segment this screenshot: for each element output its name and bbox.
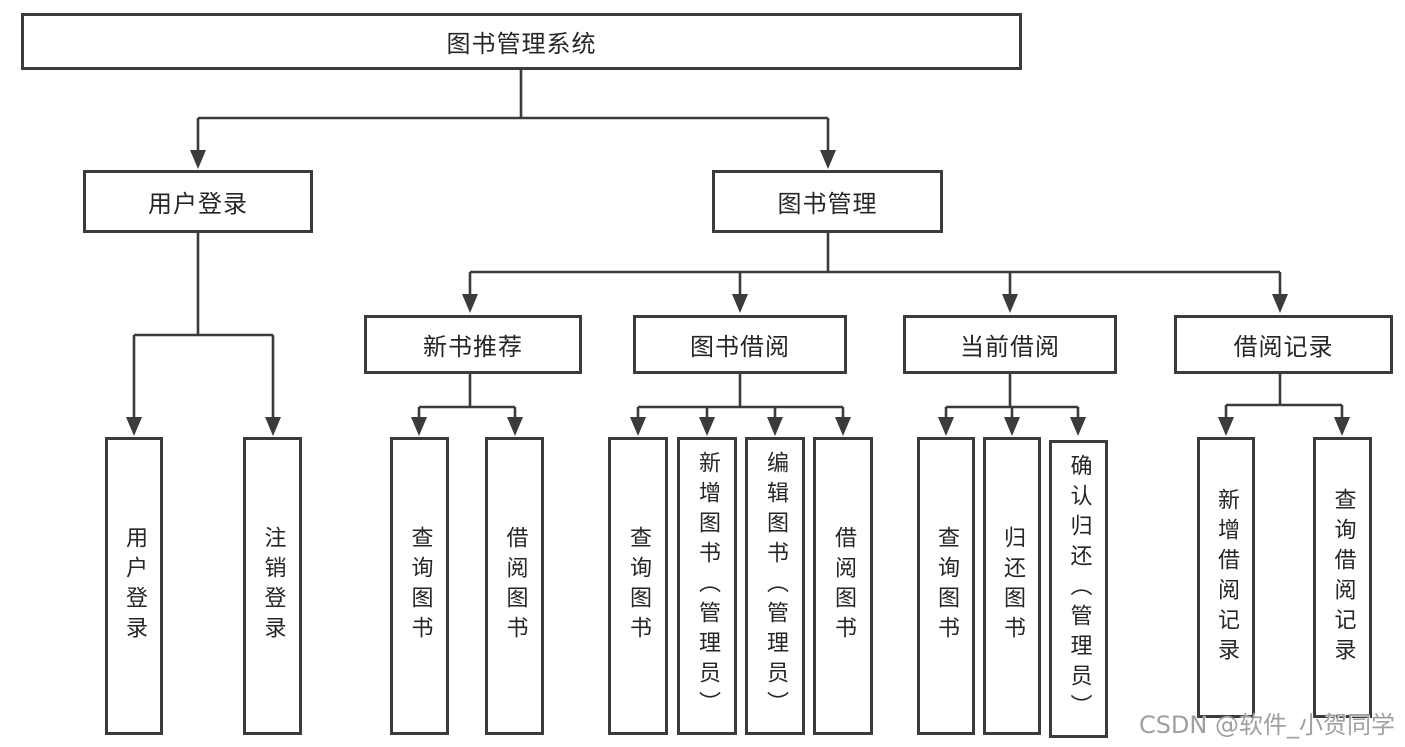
leaf-borrow-books-borrowing: 借阅图书 bbox=[813, 437, 873, 735]
node-root: 图书管理系统 bbox=[21, 13, 1022, 70]
node-borrowing-records-label: 借阅记录 bbox=[1233, 333, 1334, 361]
leaf-add-borrow-record: 新增借阅记录 bbox=[1197, 437, 1255, 718]
node-book-management: 图书管理 bbox=[712, 170, 943, 233]
leaf-add-book-admin: 新增图书（管理员） bbox=[677, 437, 737, 735]
leaf-return-books-label: 归还图书 bbox=[1000, 526, 1025, 646]
node-current-borrowing-label: 当前借阅 bbox=[960, 333, 1060, 361]
node-new-book-recommend: 新书推荐 bbox=[364, 315, 582, 374]
leaf-add-book-admin-label: 新增图书（管理员） bbox=[695, 451, 720, 721]
leaf-user-login: 用户登录 bbox=[105, 437, 163, 735]
node-new-book-recommend-label: 新书推荐 bbox=[423, 333, 523, 361]
leaf-logout-login: 注销登录 bbox=[243, 437, 302, 735]
leaf-query-books-current-label: 查询图书 bbox=[934, 526, 959, 646]
leaf-add-borrow-record-label: 新增借阅记录 bbox=[1214, 487, 1239, 668]
leaf-query-books-borrowing-label: 查询图书 bbox=[626, 526, 651, 646]
node-current-borrowing: 当前借阅 bbox=[903, 315, 1117, 374]
node-borrowing-records: 借阅记录 bbox=[1174, 315, 1393, 374]
leaf-query-borrow-record-label: 查询借阅记录 bbox=[1330, 487, 1356, 668]
node-user-login: 用户登录 bbox=[83, 170, 313, 233]
node-user-login-label: 用户登录 bbox=[148, 190, 248, 218]
watermark: CSDN @软件_小贺同学 bbox=[1138, 711, 1395, 739]
leaf-borrow-books-borrowing-label: 借阅图书 bbox=[831, 526, 856, 646]
leaf-confirm-return-admin-label: 确认归还（管理员） bbox=[1066, 454, 1092, 724]
leaf-query-books-recommend-label: 查询图书 bbox=[407, 526, 433, 646]
leaf-borrow-books-recommend: 借阅图书 bbox=[485, 437, 544, 735]
leaf-user-login-label: 用户登录 bbox=[122, 526, 147, 646]
leaf-query-books-current: 查询图书 bbox=[917, 437, 975, 735]
leaf-query-books-recommend: 查询图书 bbox=[390, 437, 449, 735]
leaf-return-books: 归还图书 bbox=[983, 437, 1041, 735]
node-book-borrowing: 图书借阅 bbox=[633, 315, 847, 374]
leaf-query-books-borrowing: 查询图书 bbox=[608, 437, 668, 735]
node-root-label: 图书管理系统 bbox=[446, 30, 597, 58]
node-book-management-label: 图书管理 bbox=[777, 190, 878, 218]
node-book-borrowing-label: 图书借阅 bbox=[690, 333, 790, 361]
leaf-query-borrow-record: 查询借阅记录 bbox=[1313, 437, 1372, 718]
arrowheads bbox=[126, 150, 1350, 436]
leaf-edit-book-admin-label: 编辑图书（管理员） bbox=[763, 451, 788, 721]
leaf-confirm-return-admin: 确认归还（管理员） bbox=[1049, 440, 1108, 738]
leaf-edit-book-admin: 编辑图书（管理员） bbox=[745, 437, 805, 735]
leaf-borrow-books-recommend-label: 借阅图书 bbox=[502, 526, 528, 646]
leaf-logout-login-label: 注销登录 bbox=[260, 526, 286, 646]
